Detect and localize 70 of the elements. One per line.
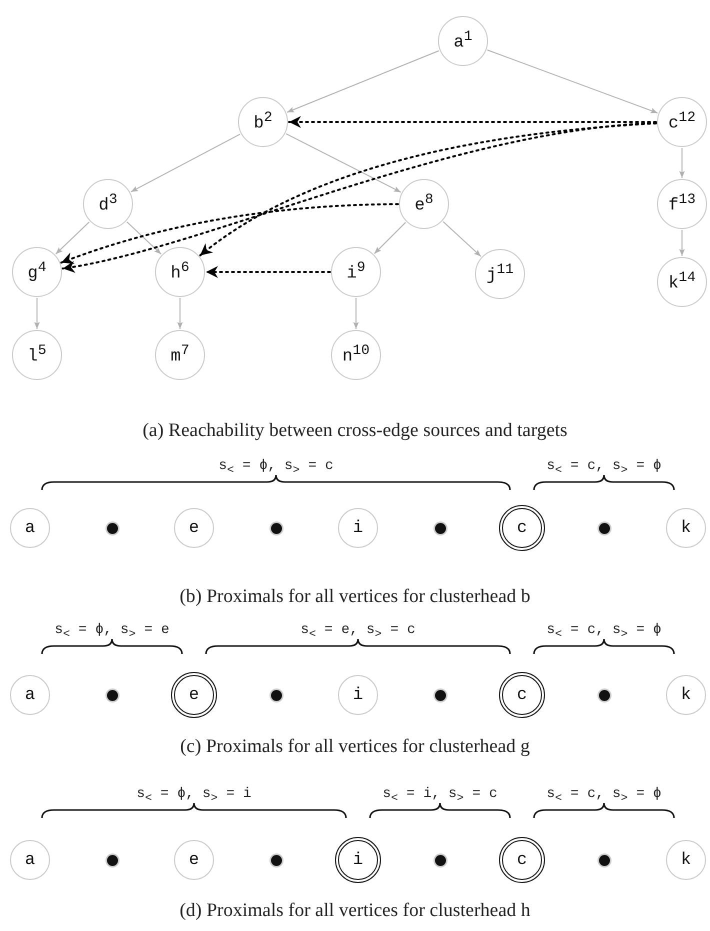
- vertex-circle: g$^{4}$: [12, 247, 62, 297]
- dot-node: [434, 690, 446, 700]
- dot-node: [598, 854, 610, 866]
- arrow: [55, 221, 90, 255]
- arrow: [130, 134, 241, 192]
- arrow: [486, 50, 658, 114]
- dot-node: [434, 522, 446, 534]
- dot-node: [434, 854, 446, 866]
- set-annotation: s$_{<}$ = c, s$_{>}$ = ϕ: [546, 786, 662, 805]
- set-annotation: s$_{<}$ = ϕ, s$_{>}$ = e: [54, 622, 170, 641]
- vertex-circle: h$^{6}$: [155, 247, 205, 297]
- vertex-circle: n$^{10}$: [331, 330, 381, 380]
- clusterhead-vertex-circle: c: [499, 672, 545, 718]
- vertex-circle: i: [338, 508, 378, 548]
- vertex-circle: a$^{1}$: [438, 16, 488, 66]
- vertex-circle: a: [10, 840, 50, 880]
- arrow: [442, 221, 482, 257]
- dot-node: [106, 522, 118, 534]
- dot-node: [270, 854, 282, 866]
- vertex-circle: e$^{8}$: [399, 179, 449, 229]
- dot-node: [270, 522, 282, 534]
- arrow: [286, 133, 402, 193]
- arrow: [177, 298, 183, 330]
- set-annotation: s$_{<}$ = c, s$_{>}$ = ϕ: [546, 622, 662, 641]
- arrow: [374, 222, 406, 254]
- set-annotation: s$_{<}$ = ϕ, s$_{>}$ = c: [218, 458, 334, 477]
- dotted-arrow: [60, 203, 399, 264]
- vertex-circle: f$^{13}$: [657, 179, 707, 229]
- clusterhead-vertex-circle: c: [499, 837, 545, 883]
- vertex-circle: l$^{5}$: [12, 330, 62, 380]
- subfigure-caption: (b) Proximals for all vertices for clusterhead b: [180, 586, 530, 608]
- vertex-circle: a: [10, 508, 50, 548]
- arrow: [34, 298, 40, 330]
- arrow: [286, 50, 440, 113]
- set-annotation: s$_{<}$ = i, s$_{>}$ = c: [382, 786, 498, 805]
- vertex-circle: m$^{7}$: [155, 330, 205, 380]
- vertex-circle: d$^{3}$: [83, 179, 133, 229]
- arrow: [126, 221, 162, 255]
- set-annotation: s$_{<}$ = e, s$_{>}$ = c: [300, 622, 416, 641]
- dotted-arrow: [288, 116, 657, 128]
- dot-node: [598, 690, 610, 700]
- arrow: [353, 298, 359, 330]
- vertex-circle: j$^{11}$: [475, 249, 525, 299]
- vertex-circle: b$^{2}$: [238, 97, 288, 147]
- vertex-circle: c$^{12}$: [657, 97, 707, 147]
- arrow: [679, 230, 685, 256]
- dotted-arrow: [205, 266, 331, 278]
- subfigure-caption: (a) Reachability between cross-edge sources and targets: [142, 420, 568, 442]
- clusterhead-vertex-circle: c: [499, 505, 545, 551]
- dot-node: [598, 522, 610, 534]
- clusterhead-vertex-circle: i: [335, 837, 381, 883]
- vertex-circle: k: [666, 840, 706, 880]
- dotted-arrow: [199, 122, 658, 256]
- vertex-circle: i$^{9}$: [331, 247, 381, 297]
- dot-node: [106, 690, 118, 700]
- vertex-circle: k$^{14}$: [657, 257, 707, 307]
- subfigure-caption: (d) Proximals for all vertices for clusterhead h: [180, 900, 530, 922]
- set-annotation: s$_{<}$ = ϕ, s$_{>}$ = i: [136, 786, 252, 805]
- dot-node: [106, 854, 118, 866]
- vertex-circle: e: [174, 840, 214, 880]
- arrow: [679, 148, 685, 178]
- dot-node: [270, 690, 282, 700]
- vertex-circle: i: [338, 675, 378, 715]
- vertex-circle: k: [666, 675, 706, 715]
- clusterhead-vertex-circle: e: [171, 672, 217, 718]
- vertex-circle: k: [666, 508, 706, 548]
- set-annotation: s$_{<}$ = c, s$_{>}$ = ϕ: [546, 458, 662, 477]
- subfigure-caption: (c) Proximals for all vertices for clusterhead g: [180, 736, 530, 758]
- vertex-circle: a: [10, 675, 50, 715]
- vertex-circle: e: [174, 508, 214, 548]
